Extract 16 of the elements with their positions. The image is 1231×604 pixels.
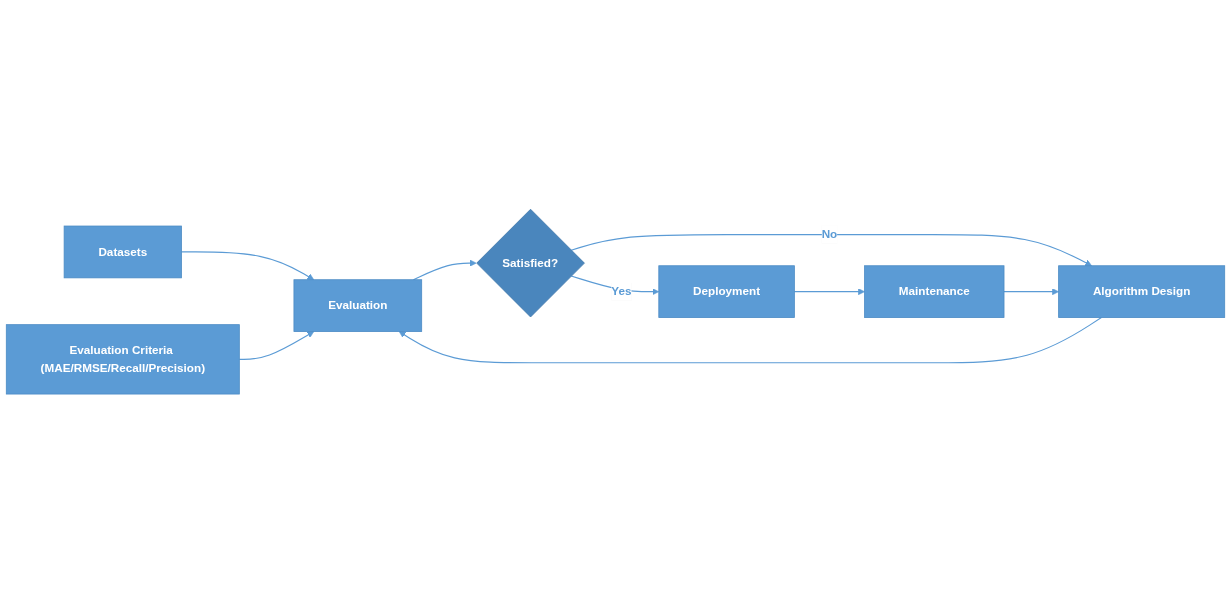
node-box: Deployment: [658, 265, 795, 319]
arrow: [412, 260, 477, 281]
node-box: Algorithm Design: [1058, 265, 1226, 319]
node-box: Evaluation Criteria (MAE/RMSE/Recall/Precision): [5, 324, 240, 395]
node-diamond: Satisfied?: [476, 209, 585, 318]
node-box: Evaluation: [293, 279, 423, 333]
arrow: [570, 234, 1092, 267]
edge-label: Yes: [611, 284, 632, 299]
arrow: [238, 331, 315, 361]
node-box: Datasets: [63, 225, 182, 279]
node-box: Maintenance: [864, 265, 1005, 319]
edge-label: No: [821, 227, 838, 241]
arrow: [793, 288, 865, 296]
arrow: [180, 251, 315, 281]
arrow: [398, 317, 1102, 364]
arrow: [1003, 288, 1059, 296]
